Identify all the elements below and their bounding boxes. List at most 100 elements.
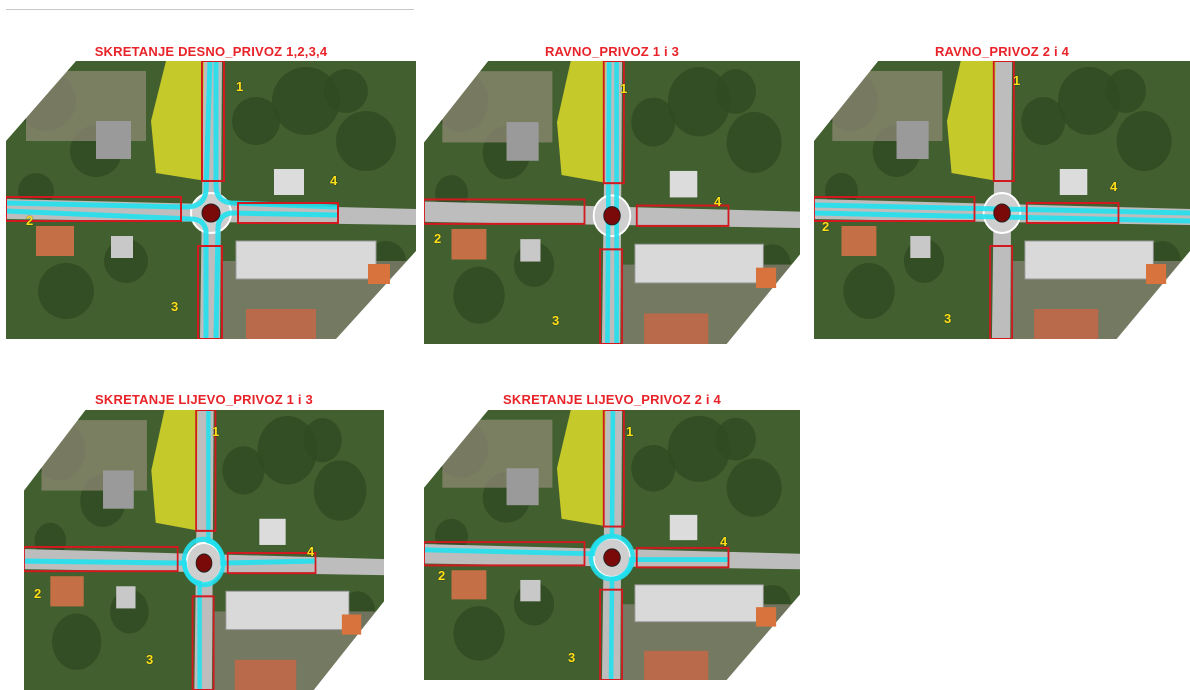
highlight-area: [556, 410, 612, 527]
map-graphic: [6, 61, 416, 339]
building: [111, 236, 133, 258]
approach-outline-3: [197, 245, 223, 339]
approach-label-4: 4: [720, 534, 728, 549]
building: [520, 579, 541, 602]
building: [910, 236, 931, 258]
tree-cluster: [1116, 111, 1172, 171]
tree-cluster: [667, 67, 731, 137]
flow-left-turn: [181, 536, 316, 690]
map-graphic: [24, 410, 384, 690]
tree-cluster: [1105, 69, 1146, 113]
image-corner: [424, 410, 489, 488]
tree-cluster: [843, 263, 895, 319]
image-corner: [424, 61, 489, 143]
image-corner: [313, 601, 384, 690]
tree-cluster: [303, 418, 342, 463]
image-corner: [814, 61, 879, 141]
map-graphic: [814, 61, 1190, 339]
image-corner: [336, 251, 416, 339]
approach-label-3: 3: [568, 650, 576, 665]
approach-outline-3: [989, 245, 1014, 339]
approach-label-2: 2: [34, 586, 42, 601]
approach-outline-4: [635, 546, 730, 569]
tree-cluster: [257, 416, 318, 485]
approach-label-3: 3: [552, 313, 560, 328]
building: [259, 518, 286, 545]
approach-outline-4: [1025, 202, 1120, 224]
approach-label-1: 1: [1013, 73, 1021, 88]
building: [1145, 264, 1167, 284]
tree-cluster: [1057, 67, 1121, 135]
building-roof: [234, 659, 297, 690]
highlight-area: [151, 410, 204, 531]
roundabout-center: [603, 548, 621, 567]
building: [669, 170, 698, 198]
panel-title: RAVNO_PRIVOZ 2 i 4: [934, 44, 1070, 59]
tree-cluster: [1021, 97, 1066, 145]
flow-right-turn: [213, 210, 339, 339]
intersection-map: 1 2 3 4: [424, 61, 800, 344]
tree-cluster: [272, 67, 340, 135]
approach-outline-1: [602, 410, 625, 528]
approach-outline-1: [201, 61, 225, 182]
building: [669, 514, 698, 541]
intersection-map: 1 2 3 4: [814, 61, 1190, 339]
building-warehouse: [634, 584, 764, 623]
building: [506, 122, 539, 161]
approach-label-1: 1: [236, 79, 244, 94]
intersection-map: 1 2 3 4: [6, 61, 416, 339]
panel-right-turn-all: SKRETANJE DESNO_PRIVOZ 1,2,3,4 1 2 3 4: [6, 44, 416, 344]
building-house: [451, 228, 487, 260]
flow-left-turn: [588, 410, 729, 582]
tree-cluster: [631, 444, 676, 492]
roundabout-center: [993, 203, 1011, 223]
building-house: [50, 576, 84, 607]
building-warehouse: [634, 243, 764, 284]
approach-outline-4: [635, 204, 730, 227]
building-roof: [1034, 309, 1099, 339]
flow-right-turn: [6, 61, 213, 210]
building-house: [451, 570, 487, 600]
tree-cluster: [324, 69, 368, 113]
approach-label-1: 1: [212, 424, 220, 439]
panel-title: SKRETANJE LIJEVO_PRIVOZ 1 i 3: [95, 392, 313, 407]
tree-cluster: [222, 446, 265, 495]
building: [896, 121, 929, 159]
building: [103, 470, 134, 509]
building-warehouse: [235, 240, 377, 280]
building-house: [841, 226, 877, 256]
image-corner: [6, 61, 76, 141]
approach-label-2: 2: [822, 219, 830, 234]
approach-outline-4: [237, 202, 339, 224]
building: [755, 607, 777, 627]
tree-cluster: [453, 266, 505, 324]
panel-title: RAVNO_PRIVOZ 1 i 3: [544, 44, 680, 59]
flow-right-turn: [213, 61, 339, 210]
approach-label-1: 1: [620, 81, 628, 96]
panel-straight-1-3: RAVNO_PRIVOZ 1 i 3 1 2 3 4: [424, 44, 800, 344]
approach-label-4: 4: [330, 173, 338, 188]
building-warehouse: [225, 590, 350, 631]
approach-outline-2: [424, 198, 586, 225]
approach-label-4: 4: [714, 194, 722, 209]
approach-label-4: 4: [1110, 179, 1118, 194]
panel-title: SKRETANJE DESNO_PRIVOZ 1,2,3,4: [94, 44, 328, 59]
panel-straight-2-4: RAVNO_PRIVOZ 2 i 4 1 2 3 4: [814, 44, 1190, 344]
approach-outline-2: [424, 541, 586, 567]
approach-outline-3: [191, 595, 215, 690]
building-roof: [644, 313, 709, 344]
approach-outline-2: [814, 196, 976, 222]
building-warehouse: [1024, 240, 1154, 280]
building-house: [36, 226, 74, 256]
approach-outline-1: [602, 61, 625, 185]
tree-cluster: [715, 417, 756, 461]
approach-outline-4: [226, 552, 317, 575]
building-roof: [644, 650, 709, 680]
approach-outline-1: [992, 61, 1015, 182]
tree-cluster: [232, 97, 280, 145]
tree-cluster: [336, 111, 396, 171]
approach-label-3: 3: [944, 311, 952, 326]
tree-cluster: [631, 97, 676, 147]
approach-label-3: 3: [146, 652, 154, 667]
panel-left-turn-1-3: SKRETANJE LIJEVO_PRIVOZ 1 i 3 1 2 3 4: [24, 392, 384, 690]
